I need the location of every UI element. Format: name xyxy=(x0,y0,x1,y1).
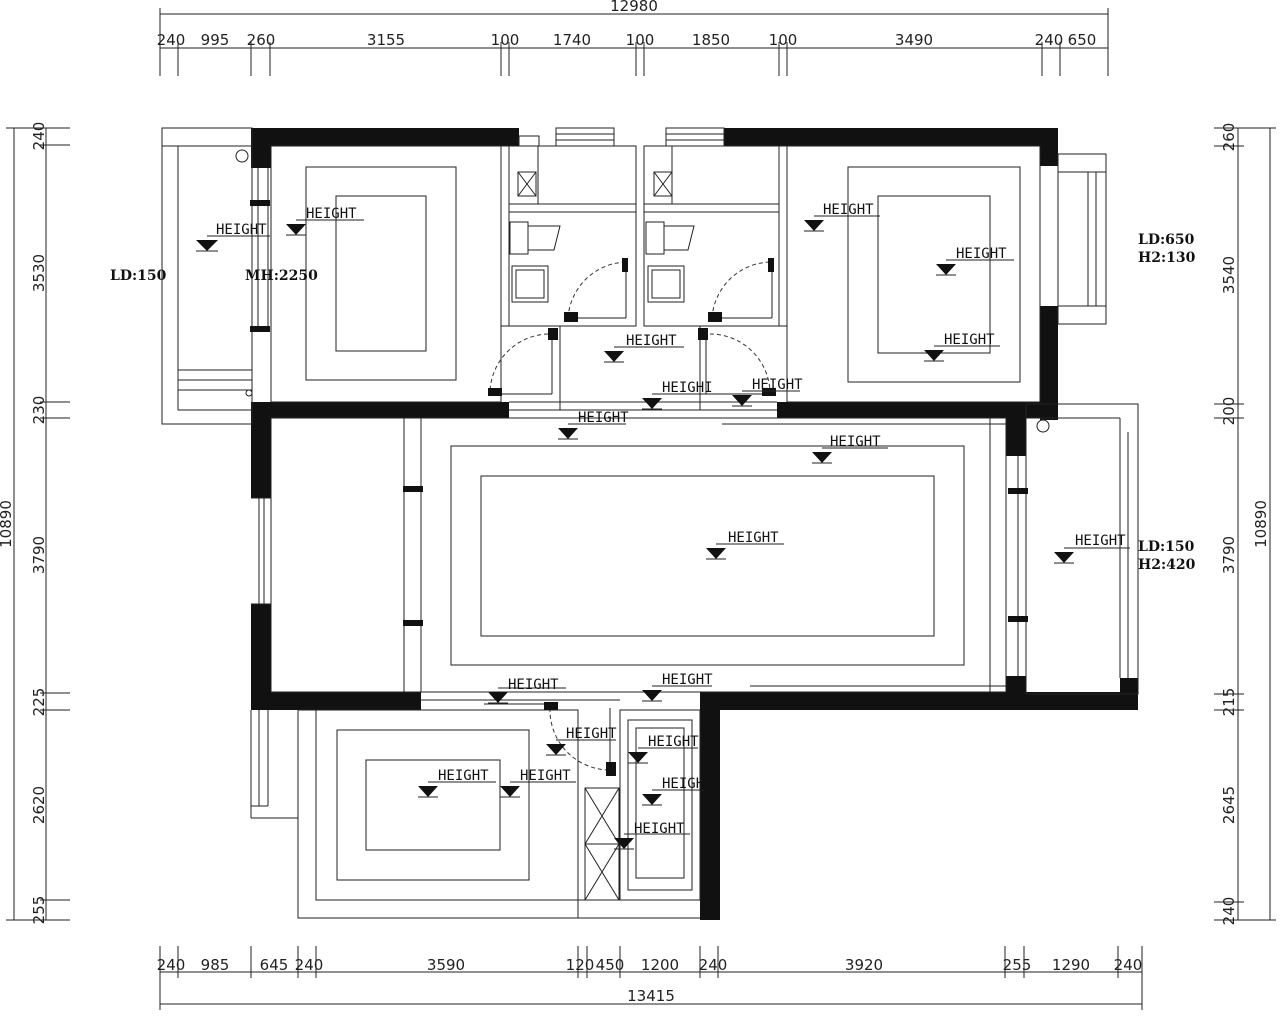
dim-left-3: 230 xyxy=(30,396,48,425)
dim-left-total: 10890 xyxy=(0,500,15,548)
height-marker-right-balcony: HEIGHT xyxy=(1054,533,1130,564)
dim-top-total: 12980 xyxy=(610,0,658,15)
height-label: HEIGHT xyxy=(508,677,559,693)
bottom-dimensions xyxy=(159,946,1143,1010)
height-label: HEIGHT xyxy=(648,734,699,750)
dim-bottom-8: 1200 xyxy=(641,956,679,974)
height-label: HEIGHT xyxy=(752,377,803,393)
height-marker-hall-1: HEIGHT xyxy=(488,677,566,704)
height-marker-room-tr-3: HEIGHT xyxy=(924,332,1000,362)
dim-top-9: 100 xyxy=(769,31,798,49)
dim-left-7: 255 xyxy=(30,896,48,925)
height-marker-room-tl: HEIGHT xyxy=(286,206,364,236)
dim-top-10: 3490 xyxy=(895,31,933,49)
dim-right-7: 240 xyxy=(1220,897,1238,926)
height-marker-corridor-4: HEIGHT xyxy=(558,410,629,440)
height-marker-corridor-3: HEIGHT xyxy=(732,377,803,407)
note-left-ld: LD:150 xyxy=(110,268,167,284)
dim-bottom-7: 450 xyxy=(596,956,625,974)
height-label: HEIGHT xyxy=(823,202,874,218)
dim-bottom-10: 3920 xyxy=(845,956,883,974)
dim-top-2: 995 xyxy=(201,31,230,49)
dim-bottom-6: 120 xyxy=(566,956,595,974)
dim-bottom-total: 13415 xyxy=(627,987,675,1005)
dim-left-1: 240 xyxy=(30,122,48,151)
height-marker-living-1: HEIGHT xyxy=(812,434,888,464)
dim-top-11: 240 xyxy=(1035,31,1064,49)
doors xyxy=(250,200,1028,776)
height-marker-hall-3: HEIGHT xyxy=(546,726,617,756)
dim-top-1: 240 xyxy=(157,31,186,49)
dim-right-6: 2645 xyxy=(1220,786,1238,824)
dim-left-4: 3790 xyxy=(30,536,48,574)
exterior-walls xyxy=(251,128,1138,920)
dim-right-4: 3790 xyxy=(1220,536,1238,574)
dim-top-6: 1740 xyxy=(553,31,591,49)
height-marker-living-2: HEIGHT xyxy=(706,530,784,560)
height-label: HEIGHT xyxy=(216,222,267,238)
height-label: HEIGHT xyxy=(728,530,779,546)
note-right-mid-h2: H2:420 xyxy=(1138,557,1196,573)
dim-left-5: 225 xyxy=(30,688,48,717)
height-marker-bath-1: HEIGHT xyxy=(628,734,699,764)
dim-top-7: 100 xyxy=(626,31,655,49)
height-label: HEIGHT xyxy=(830,434,881,450)
left-dimensions xyxy=(6,127,70,921)
height-marker-left-balcony: HEIGHT xyxy=(196,222,270,252)
dim-top-3: 260 xyxy=(247,31,276,49)
dim-right-5: 215 xyxy=(1220,688,1238,717)
dim-bottom-3: 645 xyxy=(260,956,289,974)
dim-bottom-4: 240 xyxy=(295,956,324,974)
height-label: HEIGHT xyxy=(662,776,713,792)
dim-top-5: 100 xyxy=(491,31,520,49)
right-dimensions xyxy=(1214,127,1276,921)
dim-right-2: 3540 xyxy=(1220,256,1238,294)
dim-left-6: 2620 xyxy=(30,786,48,824)
height-marker-bath-3: HEIGHT xyxy=(614,821,690,850)
height-label: HEIGHT xyxy=(956,246,1007,262)
note-mh: MH:2250 xyxy=(245,268,318,284)
height-markers: HEIGHT HEIGHT HEIGHT HEIGHT HEIGHT xyxy=(196,202,1130,850)
height-marker-corridor-1: HEIGHT xyxy=(604,333,684,363)
height-label: HEIGHT xyxy=(626,333,677,349)
height-label-glitch: HEIGHI xyxy=(662,380,713,396)
height-label: HEIGHT xyxy=(566,726,617,742)
height-marker-room-tr-1: HEIGHT xyxy=(804,202,880,232)
height-label: HEIGHT xyxy=(306,206,357,222)
height-label: HEIGHT xyxy=(520,768,571,784)
dim-right-3: 200 xyxy=(1220,397,1238,426)
height-marker-hall-2: HEIGHT xyxy=(642,672,713,702)
top-dimensions xyxy=(159,8,1109,76)
dim-right-total: 10890 xyxy=(1252,500,1270,548)
height-marker-bottom-room-1: HEIGHT xyxy=(418,768,496,798)
dim-bottom-12: 1290 xyxy=(1052,956,1090,974)
dim-bottom-9: 240 xyxy=(699,956,728,974)
height-label: HEIGHT xyxy=(438,768,489,784)
height-label: HEIGHT xyxy=(634,821,685,837)
dim-top-4: 3155 xyxy=(367,31,405,49)
height-marker-bottom-room-2: HEIGHT xyxy=(500,768,576,798)
dim-bottom-13: 240 xyxy=(1114,956,1143,974)
height-marker-room-tr-2: HEIGHT xyxy=(936,246,1014,276)
dim-right-1: 260 xyxy=(1220,123,1238,152)
note-right-top-ld: LD:650 xyxy=(1138,232,1195,248)
dim-top-8: 1850 xyxy=(692,31,730,49)
height-label: HEIGHT xyxy=(944,332,995,348)
dim-top-12: 650 xyxy=(1068,31,1097,49)
height-marker-corridor-2: HEIGHI xyxy=(642,380,713,410)
height-marker-bath-2: HEIGHT xyxy=(642,776,713,806)
note-right-top-h2: H2:130 xyxy=(1138,250,1196,266)
note-right-mid-ld: LD:150 xyxy=(1138,539,1195,555)
dim-bottom-1: 240 xyxy=(157,956,186,974)
height-label: HEIGHT xyxy=(662,672,713,688)
dim-bottom-5: 3590 xyxy=(427,956,465,974)
thin-walls xyxy=(161,127,1139,919)
dim-left-2: 3530 xyxy=(30,254,48,292)
height-label: HEIGHT xyxy=(578,410,629,426)
dim-bottom-2: 985 xyxy=(201,956,230,974)
dim-bottom-11: 255 xyxy=(1003,956,1032,974)
height-label: HEIGHT xyxy=(1075,533,1126,549)
